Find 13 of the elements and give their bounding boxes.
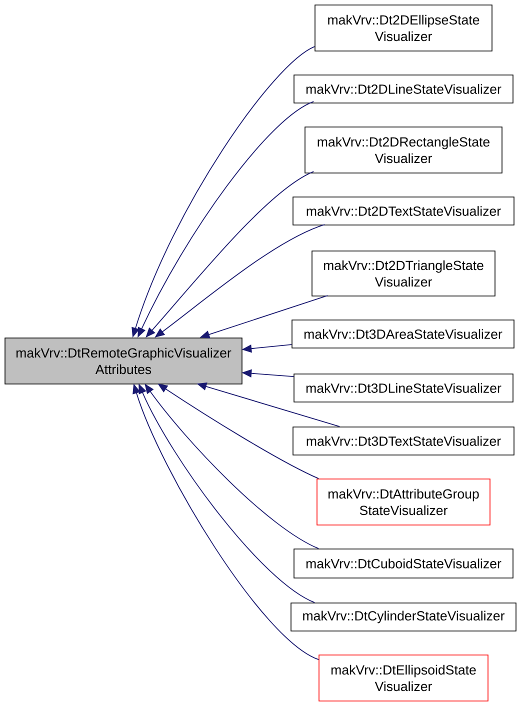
class-box: makVrv::DtCylinderStateVisualizer [290,602,516,632]
class-box: makVrv::DtCuboidStateVisualizer [294,548,514,578]
class-box: makVrv::Dt2DRectangleState Visualizer [304,126,502,174]
class-box: makVrv::Dt2DEllipseState Visualizer [314,4,492,52]
class-box: makVrv::DtAttributeGroup StateVisualizer [316,478,490,526]
class-box: makVrv::Dt2DLineStateVisualizer [294,74,514,104]
class-box: makVrv::Dt3DAreaStateVisualizer [292,320,514,348]
class-box: makVrv::Dt2DTriangleState Visualizer [312,250,496,296]
class-box: makVrv::Dt2DTextStateVisualizer [292,196,514,226]
class-box: makVrv::DtEllipsoidState Visualizer [318,654,488,702]
class-box: makVrv::DtRemoteGraphicVisualizer Attributes [4,338,242,384]
class-box: makVrv::Dt3DTextStateVisualizer [292,426,514,456]
class-box: makVrv::Dt3DLineStateVisualizer [294,374,514,402]
